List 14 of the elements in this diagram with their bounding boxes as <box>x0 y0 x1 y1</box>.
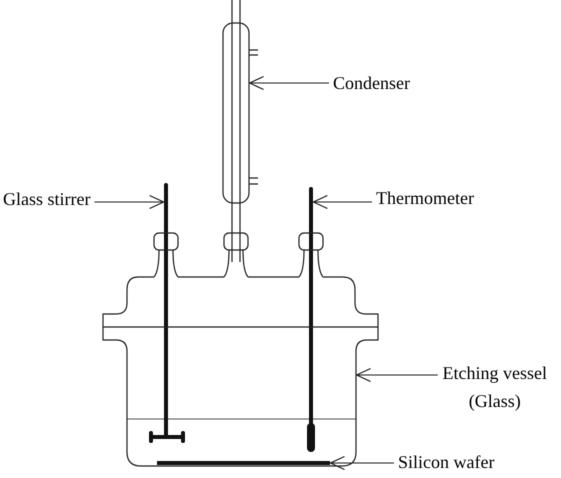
stirrer-drawing <box>149 183 185 443</box>
part-label: Glass stirrer <box>3 189 90 209</box>
leader-line <box>94 194 164 210</box>
thermometer-drawing <box>307 187 315 452</box>
part-label: Etching vessel (Glass) <box>442 359 548 415</box>
part-label: Condenser <box>333 73 410 93</box>
leader-line <box>330 456 394 470</box>
part-label: Silicon wafer <box>398 452 494 472</box>
leader-line <box>249 76 329 90</box>
condenser-drawing <box>222 0 259 263</box>
leader-line <box>312 194 372 210</box>
part-label: Thermometer <box>376 188 474 208</box>
leader-line <box>356 368 438 382</box>
wafer-strip <box>157 461 330 465</box>
